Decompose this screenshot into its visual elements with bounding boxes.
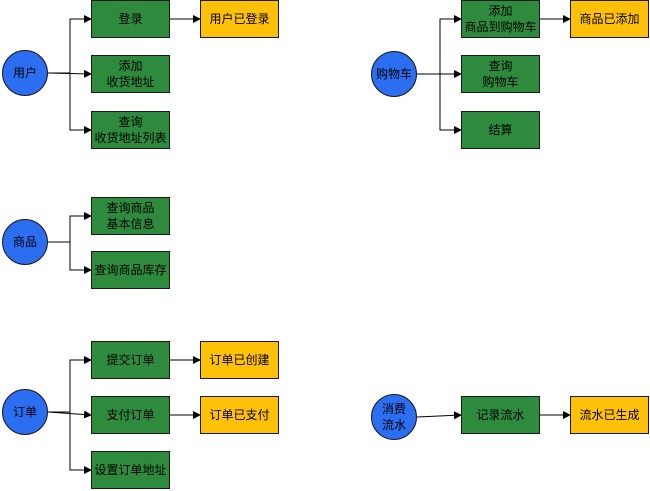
edge-consumption-flow-to-record-flow [416, 411, 462, 420]
node-order: 订单 [2, 389, 48, 435]
node-order-paid: 订单已支付 [200, 396, 279, 434]
node-query-product-info: 查询商品 基本信息 [91, 197, 170, 235]
node-user-logged-in: 用户已登录 [200, 0, 279, 38]
node-checkout: 结算 [461, 111, 540, 149]
node-set-order-address: 设置订单地址 [91, 451, 170, 489]
node-query-cart: 查询 购物车 [461, 55, 540, 93]
edge-product-to-query-stock [48, 241, 92, 274]
node-query-addresses: 查询 收货地址列表 [91, 111, 170, 149]
edge-order-to-set-order-address [48, 411, 92, 474]
node-add-address: 添加 收货地址 [91, 55, 170, 93]
node-pay-order: 支付订单 [91, 396, 170, 434]
edge-order-to-submit-order [48, 356, 92, 413]
edge-cart-to-checkout [417, 73, 462, 134]
node-query-stock: 查询商品库存 [91, 251, 170, 289]
edge-cart-to-add-to-cart [417, 15, 462, 75]
node-user: 用户 [2, 50, 48, 96]
node-login: 登录 [91, 0, 170, 38]
node-order-created: 订单已创建 [200, 341, 279, 379]
edge-product-to-query-product-info [48, 212, 92, 243]
edge-user-to-login [48, 15, 92, 74]
node-submit-order: 提交订单 [91, 341, 170, 379]
node-cart: 购物车 [371, 51, 417, 97]
edge-user-to-query-addresses [48, 72, 92, 134]
node-add-to-cart: 添加 商品到购物车 [461, 0, 540, 38]
node-flow-generated: 流水已生成 [570, 396, 649, 434]
node-product: 商品 [2, 219, 48, 265]
node-record-flow: 记录流水 [461, 396, 540, 434]
node-item-added: 商品已添加 [570, 0, 649, 38]
node-consumption-flow: 消费 流水 [371, 394, 417, 440]
